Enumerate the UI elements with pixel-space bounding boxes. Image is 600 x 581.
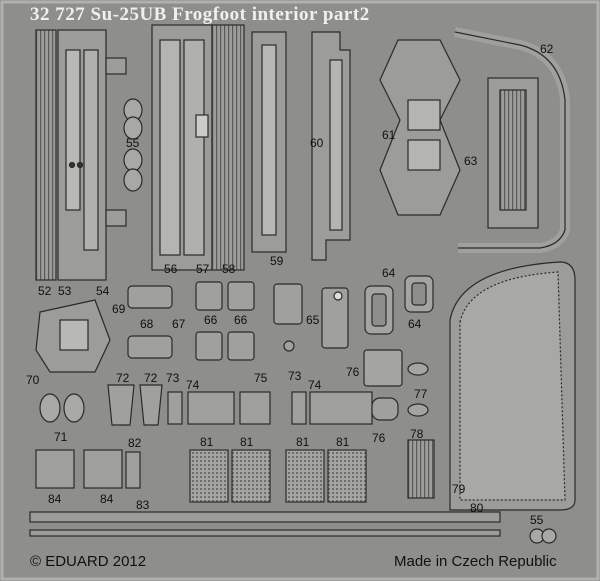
fret-title: 32 727 Su-25UB Frogfoot interior part2	[30, 4, 370, 25]
part-number: 72	[116, 371, 130, 385]
part-number: 55	[530, 513, 544, 527]
part-61-bracket	[379, 39, 461, 216]
part-number: 65	[306, 313, 320, 327]
part-number: 73	[166, 371, 180, 385]
part-number: 59	[270, 254, 284, 268]
part-number: 66	[204, 313, 218, 327]
part-number: 74	[308, 378, 322, 392]
part-number: 82	[128, 436, 142, 450]
part-number: 74	[186, 378, 200, 392]
part-number: 73	[288, 369, 302, 383]
part-number: 84	[100, 492, 114, 506]
part-number: 76	[372, 431, 386, 445]
part-64-frames	[364, 275, 434, 335]
part-number: 78	[410, 427, 424, 441]
part-number: 81	[296, 435, 310, 449]
origin-notice: Made in Czech Republic	[394, 553, 557, 570]
part-number: 66	[234, 313, 248, 327]
part-number: 56	[164, 262, 178, 276]
part-number: 77	[414, 387, 428, 401]
part-number: 58	[222, 262, 236, 276]
part-number: 53	[58, 284, 72, 298]
part-52-53-panel	[35, 29, 107, 281]
part-number: 84	[48, 492, 62, 506]
part-number: 55	[126, 136, 140, 150]
part-number: 52	[38, 284, 52, 298]
part-79-canopy	[449, 261, 576, 511]
part-number: 62	[540, 42, 554, 56]
part-78-strips	[407, 439, 435, 499]
part-number: 61	[382, 128, 396, 142]
part-number: 63	[464, 154, 478, 168]
part-82-84-boxes	[35, 449, 141, 489]
part-65-bracket	[273, 283, 349, 352]
part-56-58-panel	[151, 24, 245, 271]
part-number: 81	[240, 435, 254, 449]
part-number: 67	[172, 317, 186, 331]
part-54-tabs	[105, 57, 127, 227]
part-number: 60	[310, 136, 324, 150]
part-number: 72	[144, 371, 158, 385]
part-66-68-clips	[127, 281, 255, 361]
part-62-arch	[454, 27, 570, 253]
part-55-bottom-discs	[529, 528, 557, 544]
part-63-panel	[487, 77, 539, 229]
part-number: 71	[54, 430, 68, 444]
part-number: 68	[140, 317, 154, 331]
part-number: 57	[196, 262, 210, 276]
part-number: 83	[136, 498, 150, 512]
copyright-notice: © EDUARD 2012	[30, 553, 147, 570]
part-number: 54	[96, 284, 110, 298]
part-number: 81	[336, 435, 350, 449]
part-number: 76	[346, 365, 360, 379]
part-69-70-plate	[35, 299, 111, 373]
part-71-pieces	[39, 393, 85, 423]
part-number: 69	[112, 302, 126, 316]
part-76-77-pieces	[363, 349, 429, 417]
part-number: 79	[452, 482, 466, 496]
part-80-83-rail	[29, 511, 501, 537]
part-59-rail	[251, 31, 287, 253]
part-number: 64	[408, 317, 422, 331]
part-81-mesh-panels	[189, 449, 367, 503]
part-72-75-row	[107, 384, 399, 426]
part-60-rail	[311, 31, 351, 261]
part-55-discs	[123, 98, 143, 192]
part-number: 70	[26, 373, 40, 387]
part-number: 64	[382, 266, 396, 280]
part-number: 75	[254, 371, 268, 385]
part-number: 80	[470, 501, 484, 515]
part-number: 81	[200, 435, 214, 449]
